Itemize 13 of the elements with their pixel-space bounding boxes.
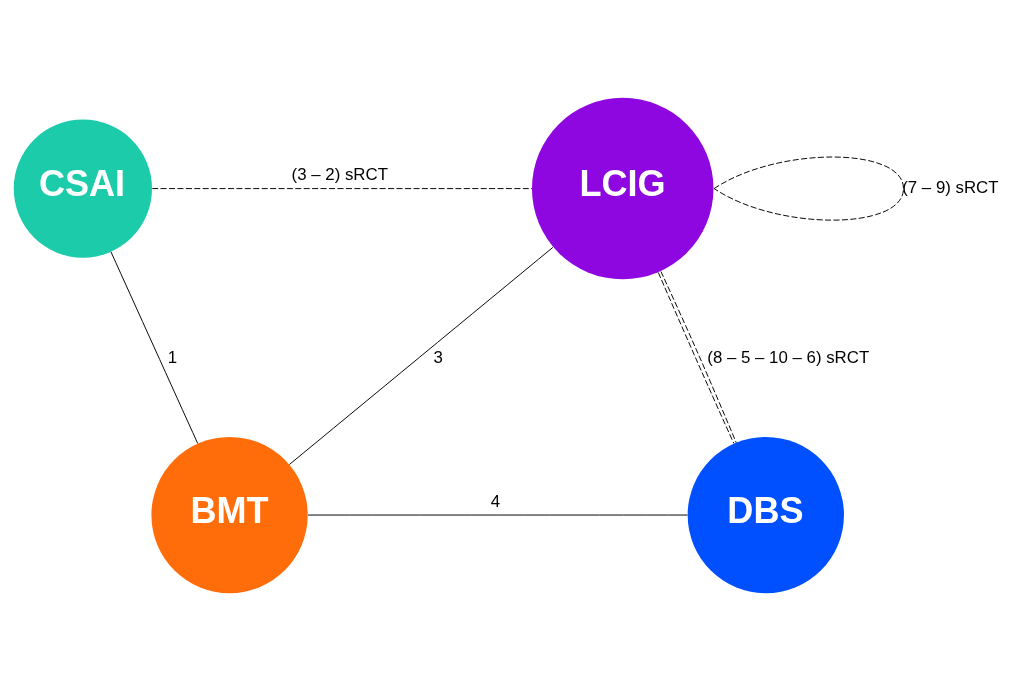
connector	[288, 246, 554, 465]
edge-label: 1	[167, 347, 178, 367]
edge-label: (3 – 2) sRCT	[291, 165, 388, 185]
connector	[110, 251, 199, 444]
connector	[151, 188, 533, 190]
edge-label: 4	[490, 491, 501, 511]
edge-label: 3	[433, 347, 443, 367]
edge-label: (8 – 5 – 10 – 6) sRCT	[707, 347, 869, 367]
edge-label: (7 – 9) sRCT	[902, 178, 999, 198]
node-circle: BMT	[151, 436, 308, 594]
node-circle: LCIG	[531, 97, 714, 280]
node-circle: CSAI	[13, 119, 152, 258]
node-circle: DBS	[687, 436, 844, 594]
